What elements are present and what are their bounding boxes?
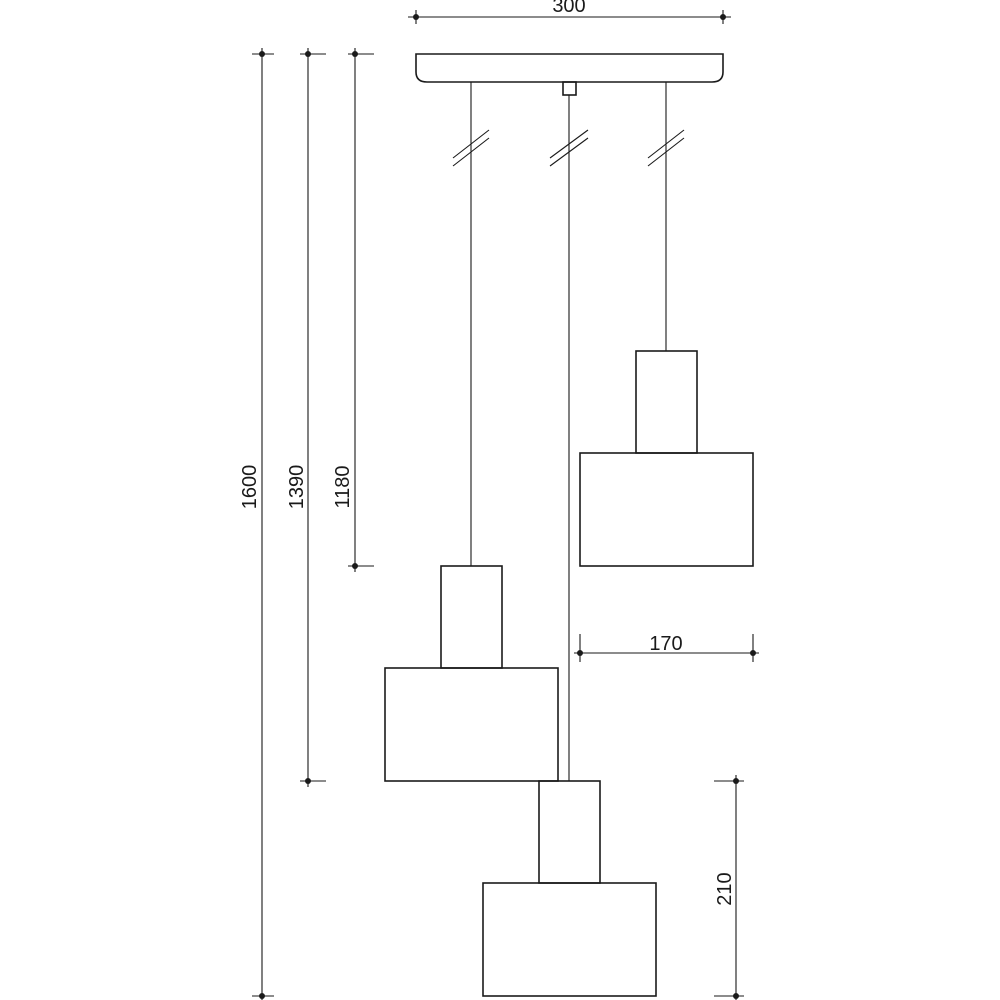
cable-break-icon (549, 129, 589, 167)
dimension-shade-width: 170 (574, 633, 759, 662)
dot-terminator-icon (720, 14, 726, 20)
cable-break-icon (452, 129, 490, 167)
dimension-label-shade-width: 170 (649, 633, 682, 655)
dimension-label-middle-height: 1390 (286, 465, 308, 510)
lamp-right-shade (579, 452, 754, 567)
lamp-right (579, 350, 754, 567)
dimension-short-height: 1180 (332, 48, 374, 572)
dot-terminator-icon (259, 993, 265, 999)
cable-break-icon (647, 129, 685, 167)
dot-terminator-icon (305, 778, 311, 784)
lamp-left-shade (384, 667, 559, 782)
dot-terminator-icon (577, 650, 583, 656)
dot-terminator-icon (733, 778, 739, 784)
dimension-label-canopy-width: 300 (552, 0, 585, 17)
dot-terminator-icon (413, 14, 419, 20)
lamp-left (384, 565, 559, 782)
dimension-label-total-height: 1600 (239, 465, 261, 510)
dimension-middle-height: 1390 (286, 48, 326, 787)
dimension-lamp-height: 210 (714, 775, 744, 1000)
dimension-canopy-width: 300 (408, 0, 731, 24)
dot-terminator-icon (733, 993, 739, 999)
dimension-label-lamp-height: 210 (714, 872, 736, 905)
dimension-label-short-height: 1180 (332, 465, 354, 508)
dot-terminator-icon (352, 563, 358, 569)
dot-terminator-icon (352, 51, 358, 57)
lamp-left-socket (440, 565, 503, 669)
lamp-bottom (482, 780, 657, 997)
lamp-bottom-socket (538, 780, 601, 884)
dimension-total-height: 1600 (239, 48, 274, 1000)
ceiling-canopy (415, 53, 724, 83)
canopy-cable-clamp (562, 81, 577, 96)
dot-terminator-icon (305, 51, 311, 57)
dot-terminator-icon (259, 51, 265, 57)
lamp-bottom-shade (482, 882, 657, 997)
lamp-right-socket (635, 350, 698, 454)
dot-terminator-icon (750, 650, 756, 656)
